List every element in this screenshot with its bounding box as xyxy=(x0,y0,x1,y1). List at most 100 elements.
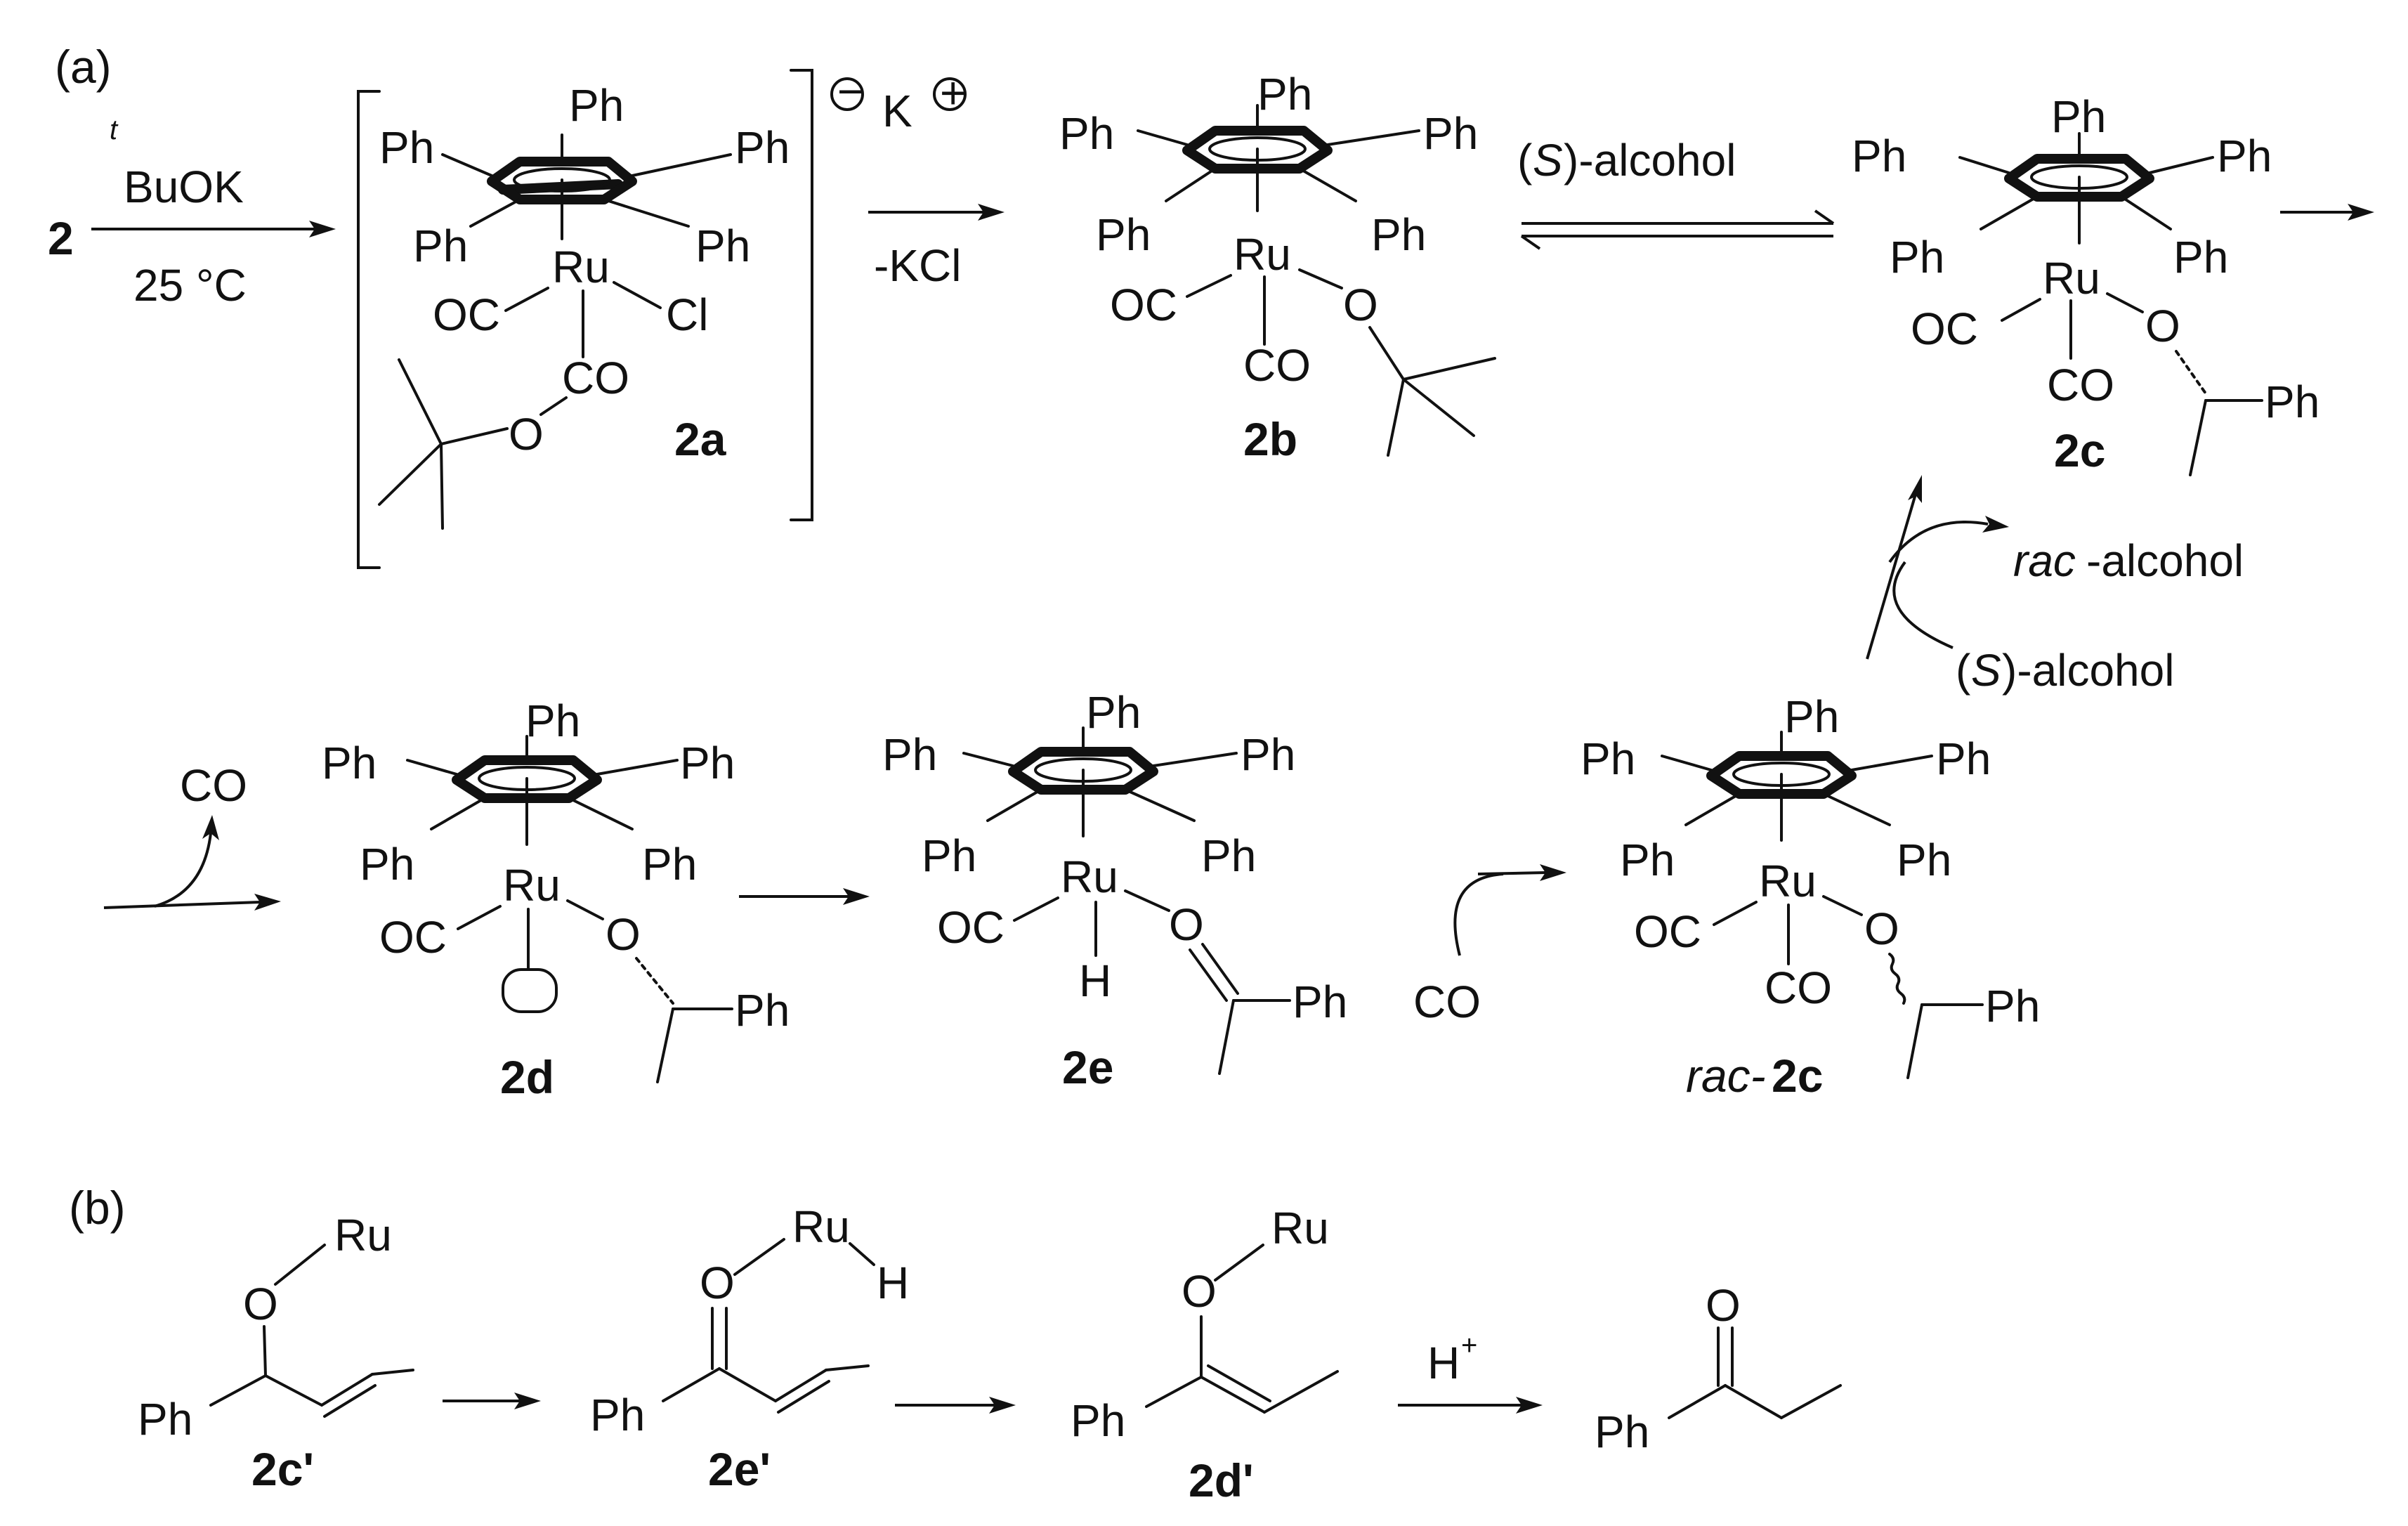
compound-2c: Ph Ph Ph Ph Ph Ru OC CO O Ph 2c xyxy=(1852,91,2319,476)
compound-2e-prime-label: 2e' xyxy=(708,1443,771,1495)
minus-charge: − xyxy=(837,66,863,117)
s-alcohol-bottom-open: ( xyxy=(1956,645,1970,696)
ru-2b: Ru xyxy=(1234,229,1291,280)
ph-left-rac2c: Ph xyxy=(1581,733,1635,784)
o-2d-prime: O xyxy=(1182,1266,1217,1317)
co-released-label: CO xyxy=(180,760,247,811)
ru-2e-prime: Ru xyxy=(792,1201,850,1252)
ph-lowleft-2b: Ph xyxy=(1096,209,1151,260)
compound-2c-prime-label: 2c' xyxy=(251,1443,314,1495)
plus-charge-circle xyxy=(933,77,967,111)
ph-lowright-2c: Ph xyxy=(2173,232,2228,282)
ph-alcohol-2c: Ph xyxy=(2265,377,2319,427)
cp-back-2a xyxy=(498,179,623,195)
s-alcohol-top-open: ( xyxy=(1517,135,1532,185)
o-2e: O xyxy=(1169,899,1204,950)
oc-2c: OC xyxy=(1911,304,1978,354)
co-added-label: CO xyxy=(1413,977,1481,1027)
o-2e-prime: O xyxy=(700,1258,735,1308)
arrow-2-to-2a-head xyxy=(309,221,336,237)
ester-co-2a: CO xyxy=(562,353,629,403)
ph-left-2d: Ph xyxy=(322,738,377,788)
ph-left-2b: Ph xyxy=(1059,108,1114,159)
compound-rac-2c: Ph Ph Ph Ph Ph Ru OC CO O Ph rac- 2c xyxy=(1581,691,2040,1102)
ph-lowright-2e: Ph xyxy=(1201,830,1256,881)
arrow-rac2c-to-2c-head xyxy=(1908,475,1922,503)
s-alcohol-bottom-rest: )-alcohol xyxy=(2002,645,2174,696)
o-2c-prime: O xyxy=(243,1279,278,1329)
o-2d: O xyxy=(606,909,641,960)
ph-2d-prime: Ph xyxy=(1071,1395,1125,1446)
arrow-to-2d xyxy=(103,901,261,909)
ph-top-rac2c: Ph xyxy=(1784,691,1839,742)
s-alcohol-top-rest: )-alcohol xyxy=(1564,135,1736,185)
arrow-2d-to-2e-head xyxy=(843,888,870,905)
ph-2e-prime: Ph xyxy=(590,1390,645,1440)
arrow-2d-prime-to-ketone-head xyxy=(1516,1397,1543,1414)
compound-2b: Ph Ph Ph Ph Ph Ru OC CO O 2b xyxy=(1059,69,1496,465)
curved-arrow-s-alcohol-in xyxy=(1892,561,1954,649)
ru-2d: Ru xyxy=(503,860,561,911)
compound-2d: Ph Ph Ph Ph Ph Ru OC O Ph 2d xyxy=(322,696,790,1103)
compound-2d-label: 2d xyxy=(500,1051,554,1103)
compound-2d-prime: O Ru Ph 2d' xyxy=(1071,1203,1339,1506)
compound-2e-label: 2e xyxy=(1062,1041,1113,1093)
curved-arrow-co-out xyxy=(154,833,212,908)
ph-right-2e: Ph xyxy=(1241,729,1295,780)
arrow-to-2d-head xyxy=(254,894,281,911)
rac-2c-prefix: rac- xyxy=(1686,1050,1766,1102)
rac-alcohol-rest: -alcohol xyxy=(2086,535,2244,586)
ru-2e: Ru xyxy=(1061,852,1118,902)
equilibrium-forward-hook xyxy=(1814,209,1835,225)
wavy-bond-rac2c xyxy=(1888,953,1906,1005)
compound-2d-prime-label: 2d' xyxy=(1189,1454,1254,1506)
oc-2e: OC xyxy=(937,902,1005,953)
ph-lowright-2b: Ph xyxy=(1371,209,1426,260)
ru-2c: Ru xyxy=(2043,253,2100,304)
oc-rac2c: OC xyxy=(1634,906,1701,957)
curved-arrow-co-out-head xyxy=(202,815,219,840)
ph-lowleft-2a: Ph xyxy=(413,221,468,271)
ph-right-2d: Ph xyxy=(680,738,735,788)
ph-right-2b: Ph xyxy=(1423,108,1478,159)
curved-arrow-co-in xyxy=(1453,873,1504,956)
ph-product: Ph xyxy=(1595,1407,1649,1457)
curved-arrow-rac-alcohol-head xyxy=(1982,516,2009,533)
arrow-2a-to-2b-head xyxy=(978,204,1005,221)
o-2b: O xyxy=(1343,280,1378,330)
ph-lowleft-2d: Ph xyxy=(360,839,414,889)
equilibrium-back-hook xyxy=(1520,235,1541,250)
arrow-2e-to-rac2c-head xyxy=(1540,864,1566,881)
ph-2c-prime: Ph xyxy=(138,1394,192,1445)
ph-alcohol-rac2c: Ph xyxy=(1985,981,2040,1031)
ph-right-rac2c: Ph xyxy=(1936,733,1991,784)
arrow-2e-prime-to-2d-prime-head xyxy=(989,1397,1016,1414)
proton-charge: + xyxy=(1461,1330,1477,1361)
compound-2e: Ph Ph Ph Ph Ph Ru OC H O Ph 2e xyxy=(882,687,1347,1093)
rac-alcohol-rac: rac xyxy=(2013,535,2076,586)
kcl-label: -KCl xyxy=(874,240,961,291)
s-alcohol-top-s: S xyxy=(1533,135,1563,185)
arrow-2c-continue-head xyxy=(2348,204,2374,221)
ph-lowleft-2e: Ph xyxy=(922,830,976,881)
ph-left-2c: Ph xyxy=(1852,131,1906,181)
compound-2a: Ph Ph Ph Ph Ph Ru OC Cl CO O 2a xyxy=(378,80,790,530)
ph-right-2a: Ph xyxy=(735,122,790,173)
ph-alcohol-2d: Ph xyxy=(735,985,790,1036)
product-propiophenone: O Ph xyxy=(1595,1280,1842,1457)
ph-lowright-rac2c: Ph xyxy=(1897,835,1951,885)
panel-a-label: (a) xyxy=(55,41,112,93)
plus-charge: + xyxy=(940,67,966,118)
ru-2c-prime: Ru xyxy=(334,1210,392,1260)
minus-charge-circle xyxy=(830,77,864,111)
hydride-2e: H xyxy=(1079,956,1111,1006)
oc-2b: OC xyxy=(1110,280,1177,330)
rac-2c-number: 2c xyxy=(1772,1050,1823,1102)
ph-ketone-2e: Ph xyxy=(1293,977,1347,1027)
bracket-left xyxy=(357,90,381,569)
bracket-right xyxy=(790,69,813,521)
co-2b: CO xyxy=(1243,340,1311,391)
ru-2a: Ru xyxy=(552,242,610,292)
ru-rac2c: Ru xyxy=(1759,856,1817,906)
